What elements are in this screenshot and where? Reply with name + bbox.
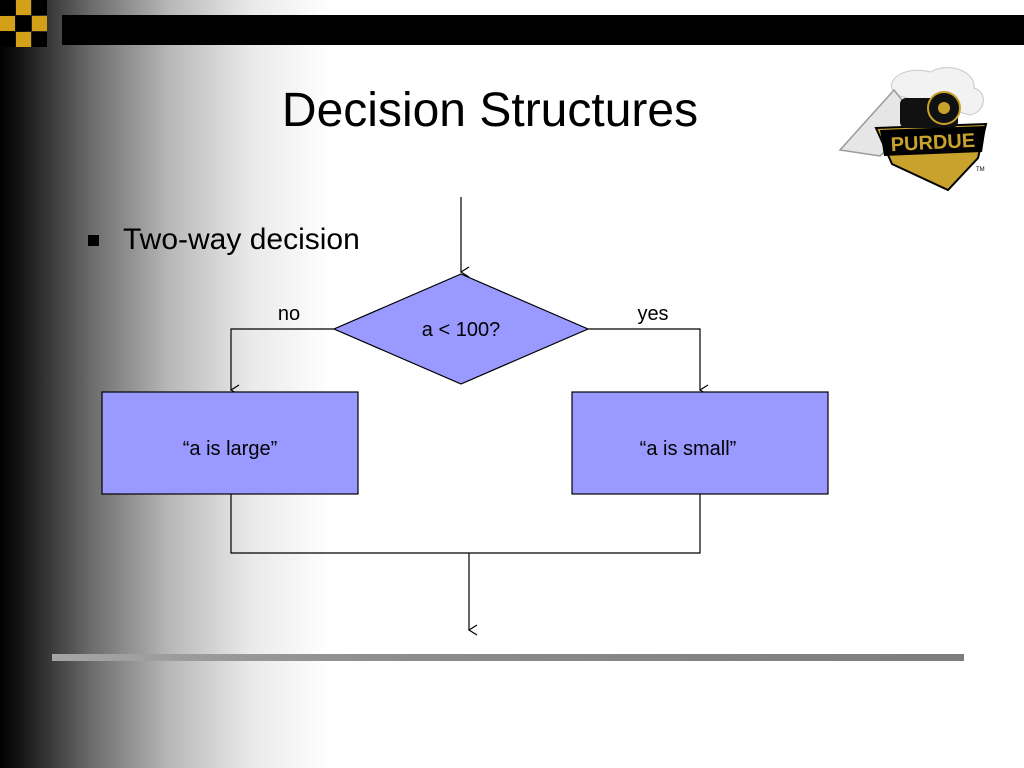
- square-bullet-icon: [88, 234, 99, 246]
- checker-pattern: [0, 0, 62, 62]
- headlamp-icon: [938, 102, 950, 114]
- purdue-logo: PURDUE TM: [838, 67, 988, 192]
- left-gradient-background: [0, 0, 330, 768]
- yes-label: yes: [637, 303, 668, 325]
- no-branch-arrow: [229, 328, 334, 396]
- yes-process-label: “a is small”: [640, 438, 737, 460]
- slide-title: Decision Structures: [281, 84, 699, 137]
- steam-shape: [890, 67, 984, 116]
- decision-diamond: [332, 273, 590, 385]
- checker-square: [32, 16, 47, 31]
- checker-square: [0, 32, 15, 47]
- checker-square: [16, 16, 31, 31]
- checker-square: [32, 0, 47, 15]
- bullet-text: Two-way decision: [123, 223, 360, 256]
- logo-wordmark: PURDUE: [890, 130, 975, 156]
- top-bar: [62, 15, 1024, 45]
- yes-branch-arrow: [588, 328, 709, 396]
- merge-connector: [230, 494, 701, 554]
- yes-process-box: [571, 391, 829, 495]
- no-process-label: “a is large”: [183, 438, 277, 460]
- checker-square: [16, 0, 31, 15]
- checker-square: [16, 32, 31, 47]
- checker-square: [0, 16, 15, 31]
- logo-banner: [880, 126, 986, 156]
- decision-label: a < 100?: [422, 319, 500, 341]
- no-process-box: [101, 391, 359, 495]
- trademark-symbol: TM: [976, 167, 985, 173]
- checker-square: [0, 0, 15, 15]
- bullet-item: Two-way decision: [88, 218, 360, 262]
- bottom-rule: [52, 654, 964, 661]
- no-label: no: [278, 303, 300, 325]
- checker-square: [32, 32, 47, 47]
